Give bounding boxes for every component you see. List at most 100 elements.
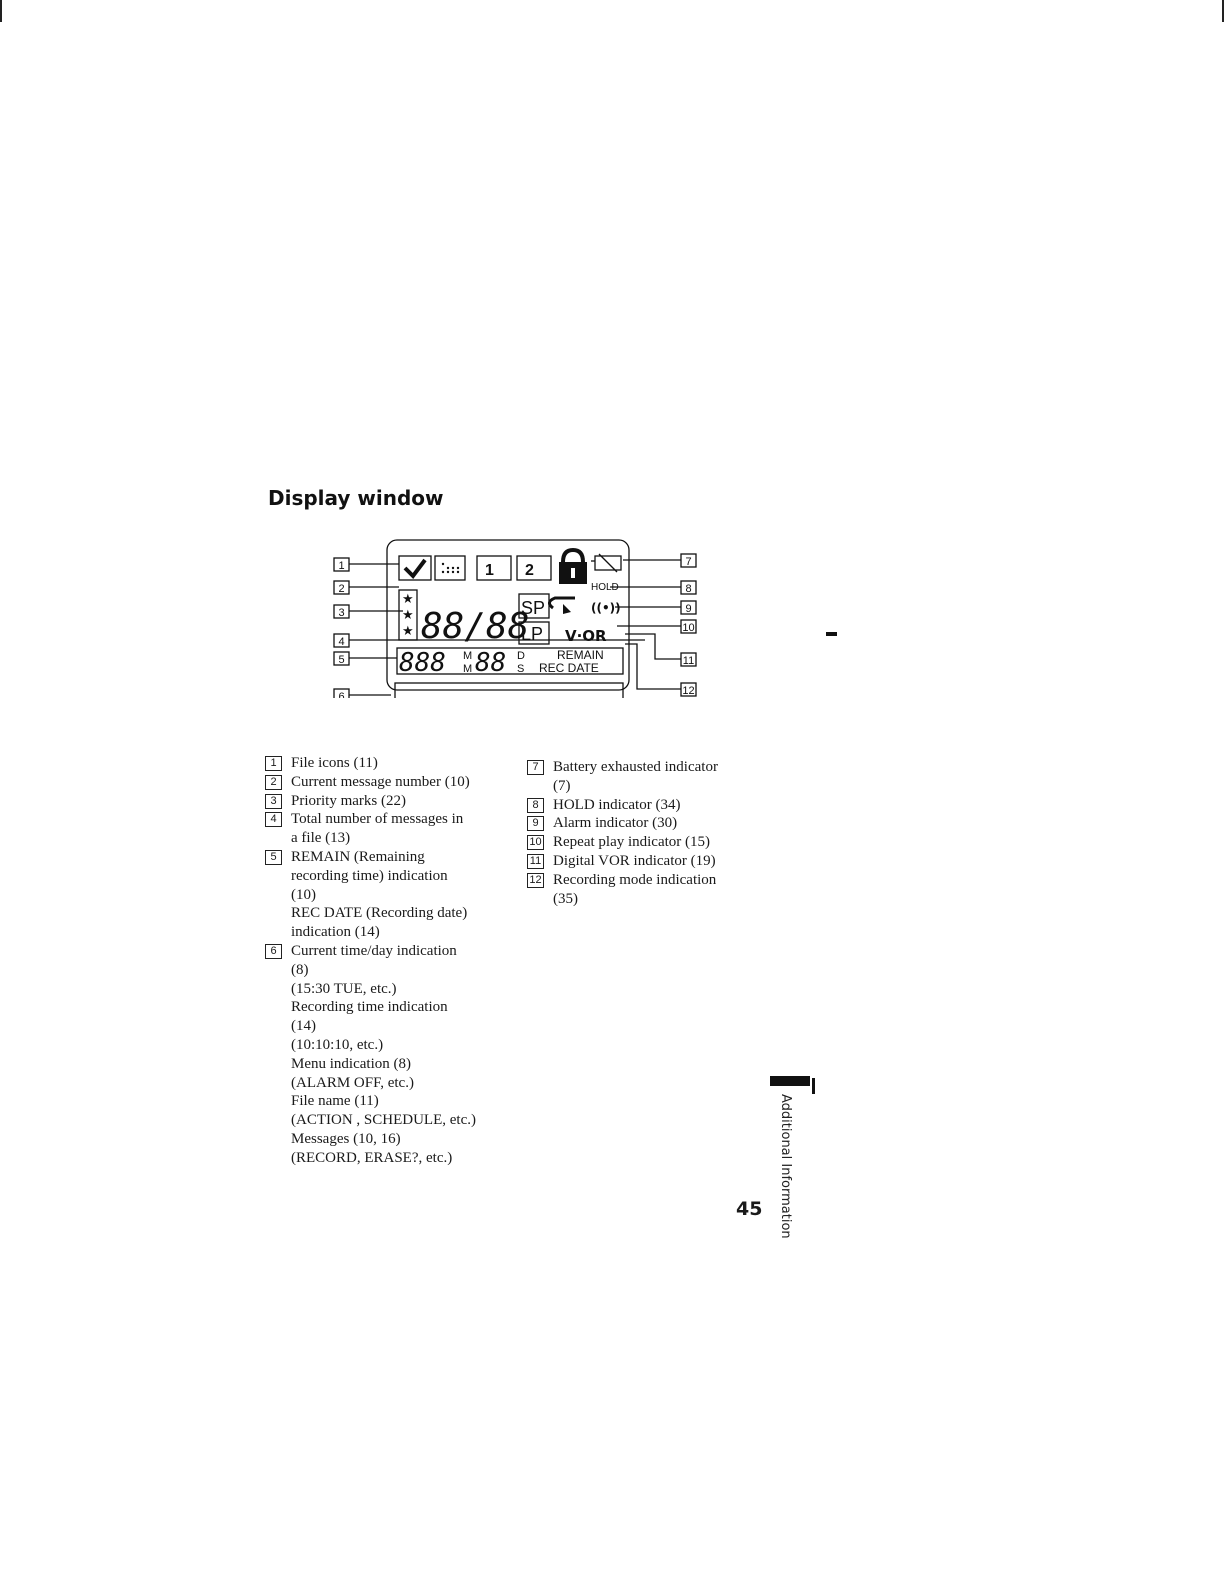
legend-number: 10 (527, 835, 544, 851)
page-number: 45 (736, 1198, 763, 1220)
legend-right-column: 7 Battery exhausted indicator (7) 8 HOLD ind… (527, 758, 767, 908)
lcd-hold: HOLD (591, 582, 619, 593)
lcd-m-lower: M (463, 663, 472, 675)
file-1-icon (476, 555, 512, 581)
star-icon (398, 589, 418, 641)
callout-9: 9 (685, 603, 691, 615)
legend-item: 1 File icons (11) (265, 754, 520, 773)
legend-text: Current message number (10) (291, 773, 470, 790)
calendar-icon (434, 555, 466, 581)
section-label: Additional Information (778, 1094, 793, 1239)
lcd-d: D (517, 650, 525, 662)
legend-text: Alarm indicator (30) (553, 815, 678, 832)
lcd-remain: REMAIN (557, 648, 604, 662)
legend-number: 11 (527, 853, 544, 869)
lcd-s: S (517, 663, 524, 675)
legend-item: 4 Total number of messages in a file (13) (265, 810, 520, 848)
legend-number: 4 (265, 812, 282, 828)
legend-text: (ALARM OFF, etc.) (291, 1074, 414, 1091)
legend-item: 9 Alarm indicator (30) (527, 814, 767, 833)
legend-text: Recording mode indication (553, 871, 717, 888)
svg-text:★: ★ (402, 624, 414, 639)
lcd-m-upper: M (463, 650, 472, 662)
page-title: Display window (268, 486, 444, 510)
lcd-file-1-label: 1 (485, 562, 494, 579)
lcd-lp: LP (521, 624, 543, 644)
legend-number: 3 (265, 793, 282, 809)
callout-10: 10 (682, 622, 694, 634)
legend-text: File name (11) (291, 1093, 379, 1110)
legend-item: 10 Repeat play indicator (15) (527, 833, 767, 852)
legend-text: (ACTION , SCHEDULE, etc.) (291, 1112, 476, 1129)
legend-text: File icons (11) (291, 755, 378, 771)
callout-3: 3 (338, 607, 344, 619)
lcd-seg-hours: 888 (399, 648, 446, 678)
legend-text: REC DATE (Recording date) (291, 905, 468, 922)
scan-edge-right (1222, 0, 1224, 22)
legend-number: 9 (527, 816, 544, 832)
lcd-rec-date: REC DATE (539, 661, 599, 675)
display-window-diagram: ★★★ ((•)) 88/88 SP LP HOLD V·OR 888 M M … (333, 539, 697, 698)
lcd-vor: V·OR (565, 627, 607, 645)
legend-number: 2 (265, 774, 282, 790)
callout-8: 8 (685, 583, 691, 595)
legend-text: (8) (291, 961, 309, 978)
alarm-icon: ((•)) (591, 601, 621, 615)
legend-item: 6 Current time/day indication (8) (15:30 TU… (265, 942, 520, 1168)
callout-6: 6 (338, 691, 344, 698)
callout-11: 11 (683, 655, 694, 667)
callout-4: 4 (338, 636, 344, 648)
callout-5: 5 (338, 654, 344, 666)
legend-text: (10) (291, 886, 316, 903)
legend-item: 11 Digital VOR indicator (19) (527, 852, 767, 871)
lcd-sp: SP (521, 598, 545, 618)
legend-number: 8 (527, 797, 544, 813)
legend-item: 3 Priority marks (22) (265, 792, 520, 811)
legend-text: (RECORD, ERASE?, etc.) (291, 1149, 453, 1166)
svg-text:★: ★ (402, 592, 414, 607)
legend-number: 1 (265, 756, 282, 771)
file-2-icon (516, 555, 552, 581)
legend-item: 7 Battery exhausted indicator (7) (527, 758, 767, 796)
callout-2: 2 (338, 583, 344, 595)
legend-text: recording time) indication (291, 867, 448, 884)
legend-item: 2 Current message number (10) (265, 773, 520, 792)
lock-icon (559, 547, 587, 584)
callout-1: 1 (338, 560, 344, 572)
legend-text: (7) (553, 777, 571, 794)
legend-text: REMAIN (Remaining (291, 848, 425, 865)
legend-text: Current time/day indication (291, 942, 457, 959)
legend-number: 5 (265, 849, 282, 865)
legend-number: 6 (265, 943, 282, 959)
legend-item: 8 HOLD indicator (34) (527, 796, 767, 815)
legend-text: Priority marks (22) (291, 792, 406, 809)
section-tab-marker (770, 1076, 810, 1086)
lcd-seg-minutes: 88 (475, 648, 506, 678)
lcd-counter: 88/88 (421, 606, 529, 647)
legend-text: Menu indication (8) (291, 1055, 411, 1072)
legend-text: (14) (291, 1018, 316, 1035)
legend-text: Digital VOR indicator (19) (553, 852, 716, 869)
legend-text: (35) (553, 890, 578, 907)
legend-number: 7 (527, 760, 544, 775)
legend-text: a file (13) (291, 830, 351, 847)
checkmark-icon (398, 555, 432, 581)
legend-text: (15:30 TUE, etc.) (291, 980, 397, 997)
legend-number: 12 (527, 872, 544, 888)
legend-text: HOLD indicator (34) (553, 796, 681, 813)
callout-7: 7 (685, 556, 691, 568)
legend-text: Messages (10, 16) (291, 1130, 401, 1147)
legend-text: (10:10:10, etc.) (291, 1036, 384, 1053)
battery-icon (594, 555, 622, 571)
legend-text: Total number of messages in (291, 811, 464, 828)
scan-edge-left (0, 0, 2, 22)
legend-text: indication (14) (291, 924, 380, 941)
legend-text: Repeat play indicator (15) (553, 834, 711, 851)
legend-text: Recording time indication (291, 999, 448, 1016)
legend-left-column: 1 File icons (11) 2 Current message number … (265, 754, 520, 1168)
lcd-file-2-label: 2 (525, 562, 534, 579)
legend-item: 5 REMAIN (Remaining recording time) indica… (265, 848, 520, 942)
section-tab-tick (812, 1078, 815, 1094)
legend-text: Battery exhausted indicator (553, 759, 718, 775)
svg-text:★: ★ (402, 608, 414, 623)
